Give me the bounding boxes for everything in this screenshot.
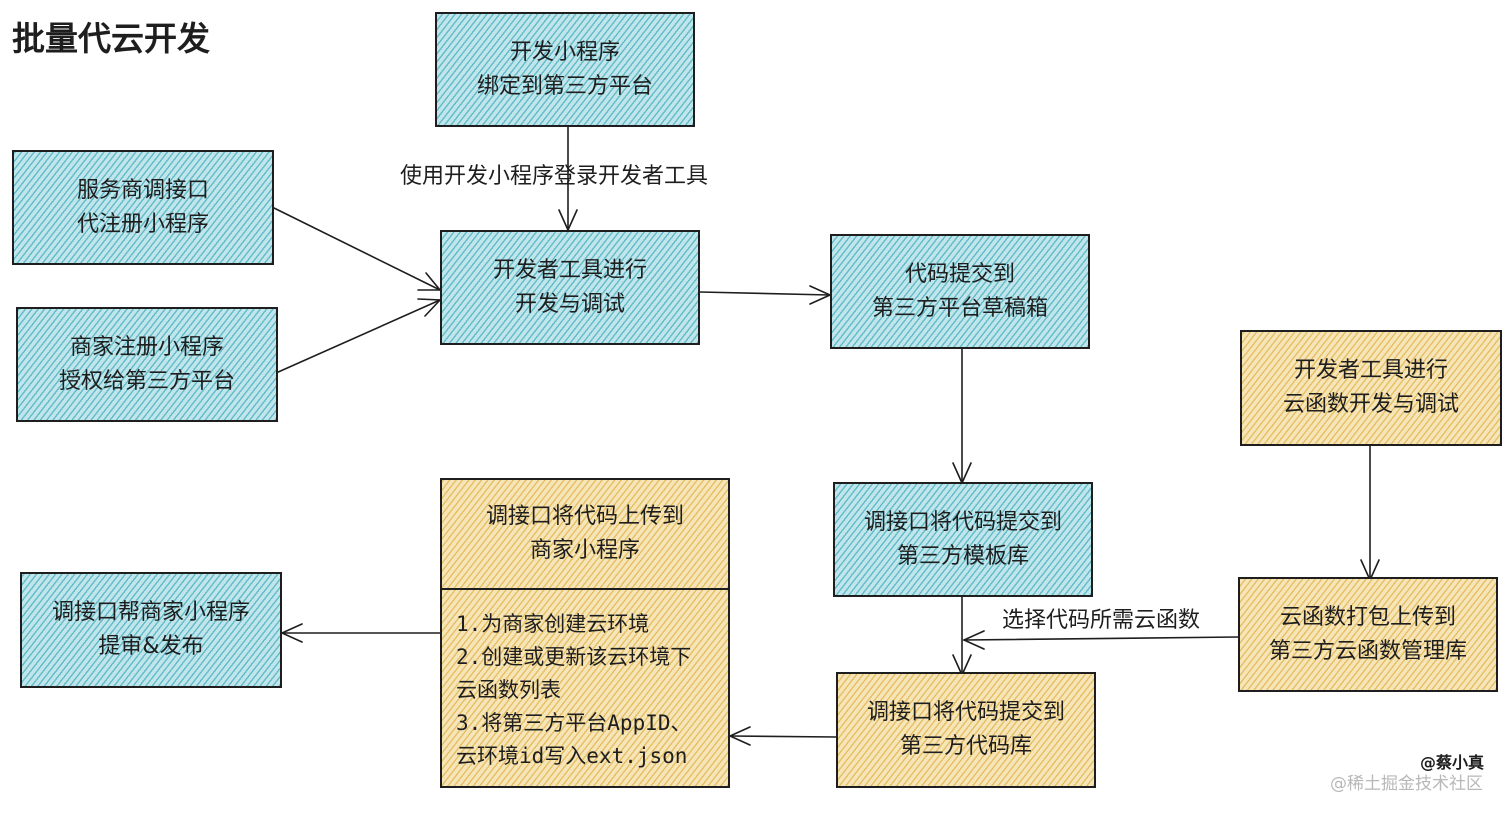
node-text-line: 提审&发布 bbox=[98, 634, 204, 659]
node-bind-third-party: 开发小程序 绑定到第三方平台 bbox=[435, 12, 695, 127]
node-text-line: 代注册小程序 bbox=[76, 211, 209, 237]
step-line: 1.为商家创建云环境 bbox=[456, 612, 650, 636]
node-template-library: 调接口将代码提交到 第三方模板库 bbox=[833, 482, 1093, 597]
node-text-line: 商家小程序 bbox=[529, 538, 640, 563]
arrow-merchant-to-devtools bbox=[275, 298, 442, 374]
arrow-provider-to-devtools bbox=[273, 207, 442, 291]
node-text-line: 商家注册小程序 bbox=[69, 334, 224, 360]
node-text-line: 调接口帮商家小程序 bbox=[51, 600, 250, 625]
node-audit-release: 调接口帮商家小程序 提审&发布 bbox=[20, 572, 282, 688]
node-text-line: 第三方代码库 bbox=[899, 734, 1032, 759]
node-cloud-function-dev: 开发者工具进行 云函数开发与调试 bbox=[1240, 330, 1502, 446]
node-text-line: 服务商调接口 bbox=[76, 177, 209, 203]
node-text-line: 第三方云函数管理库 bbox=[1268, 638, 1467, 664]
node-draft-box: 代码提交到 第三方平台草稿箱 bbox=[830, 234, 1090, 349]
node-text-line: 绑定到第三方平台 bbox=[476, 73, 653, 99]
node-text-line: 调接口将代码上传到 bbox=[485, 504, 684, 529]
step-line: 云函数列表 bbox=[456, 678, 561, 702]
node-text-line: 云函数开发与调试 bbox=[1282, 392, 1459, 417]
arrow-draft-to-template bbox=[952, 347, 972, 485]
node-text-line: 调接口将代码提交到 bbox=[866, 700, 1065, 725]
edge-label-select: 选择代码所需云函数 bbox=[1002, 608, 1201, 633]
node-text-line: 代码提交到 bbox=[904, 261, 1015, 287]
node-text-line: 开发小程序 bbox=[509, 39, 620, 65]
node-text-line: 开发与调试 bbox=[514, 291, 625, 317]
step-line: 云环境id写入ext.json bbox=[456, 744, 688, 768]
step-line: 3.将第三方平台AppID、 bbox=[456, 711, 692, 735]
arrow-devtools-to-draft bbox=[699, 285, 832, 305]
node-text-line: 第三方模板库 bbox=[896, 543, 1029, 569]
node-cloud-function-pack: 云函数打包上传到 第三方云函数管理库 bbox=[1238, 577, 1498, 692]
arrow-codelib-to-steps bbox=[728, 726, 837, 746]
node-merchant-authorize: 商家注册小程序 授权给第三方平台 bbox=[16, 307, 278, 422]
watermark: @稀土掘金技术社区 bbox=[1330, 774, 1483, 794]
node-text-line: 调接口将代码提交到 bbox=[863, 509, 1062, 535]
edge-label-login: 使用开发小程序登录开发者工具 bbox=[400, 164, 709, 189]
node-upload-merchant: 调接口将代码上传到 商家小程序 bbox=[440, 478, 730, 590]
arrow-cloudpack-to-codelib bbox=[962, 630, 1239, 650]
node-provider-register: 服务商调接口 代注册小程序 bbox=[12, 150, 274, 265]
step-line: 2.创建或更新该云环境下 bbox=[456, 645, 692, 669]
author-credit: @蔡小真 bbox=[1420, 753, 1485, 772]
node-code-library: 调接口将代码提交到 第三方代码库 bbox=[836, 672, 1096, 788]
node-text-line: 开发者工具进行 bbox=[492, 257, 647, 283]
arrow-steps-to-audit bbox=[280, 623, 441, 643]
node-text-line: 授权给第三方平台 bbox=[58, 368, 235, 394]
node-cloud-env-steps: 1.为商家创建云环境 2.创建或更新该云环境下 云函数列表 3.将第三方平台Ap… bbox=[440, 588, 730, 788]
arrow-template-to-codelib bbox=[952, 596, 972, 677]
diagram-title: 批量代云开发 bbox=[12, 19, 210, 58]
node-text-line: 云函数打包上传到 bbox=[1279, 604, 1456, 630]
node-text-line: 第三方平台草稿箱 bbox=[871, 295, 1048, 321]
arrow-clouddev-to-cloudpack bbox=[1360, 445, 1380, 582]
node-text-line: 开发者工具进行 bbox=[1293, 358, 1448, 383]
node-devtools-debug: 开发者工具进行 开发与调试 bbox=[440, 230, 700, 345]
